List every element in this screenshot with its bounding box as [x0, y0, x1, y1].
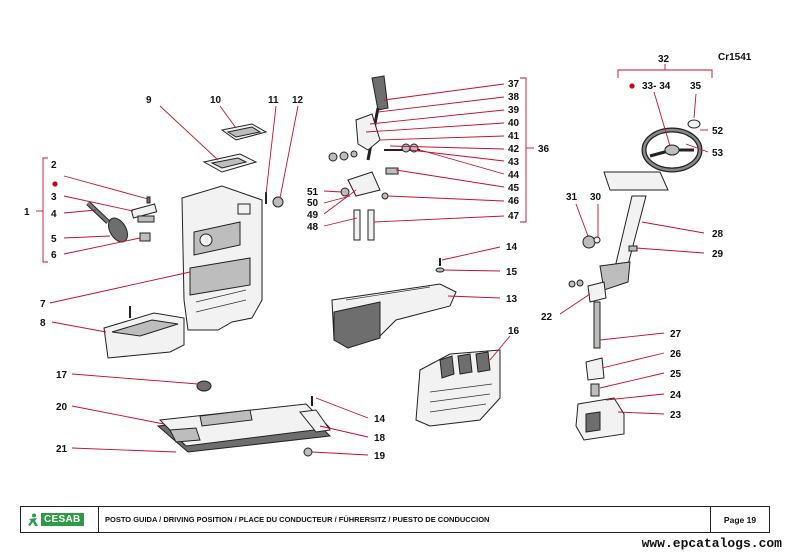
callout-42: 42 [508, 144, 520, 155]
callout-19: 19 [374, 451, 386, 462]
callout-13: 13 [506, 294, 518, 305]
callout-8: 8 [40, 318, 46, 329]
lever-assembly-parts [86, 196, 158, 243]
callout-28: 28 [712, 229, 724, 240]
callout-23: 23 [670, 410, 682, 421]
floor-plate-assembly [156, 403, 332, 453]
callout-6: 6 [51, 250, 57, 261]
callout-26: 26 [670, 349, 682, 360]
callout-14-lower: 14 [374, 414, 386, 425]
callout-52: 52 [712, 126, 724, 137]
steering-wheel [641, 119, 703, 173]
callout-5: 5 [51, 234, 57, 245]
cover-part-13 [331, 283, 457, 349]
callout-39: 39 [508, 105, 520, 116]
callout-20: 20 [56, 402, 68, 413]
callout-14-upper: 14 [506, 242, 518, 253]
brand-name: CESAB [41, 513, 84, 526]
callout-36: 36 [538, 144, 550, 155]
console-housing [181, 185, 263, 331]
brand-logo: CESAB [21, 507, 99, 532]
website-watermark: www.epcatalogs.com [641, 536, 782, 551]
page-title: POSTO GUIDA / DRIVING POSITION / PLACE D… [105, 515, 490, 524]
callout-18: 18 [374, 433, 386, 444]
callout-15: 15 [506, 267, 518, 278]
callout-47: 47 [508, 211, 520, 222]
callout-32: 32 [658, 54, 670, 65]
frame-part-9 [202, 153, 258, 173]
callout-22: 22 [541, 312, 553, 323]
exploded-parts-diagram: Cr1541 [24, 52, 752, 462]
catalog-code: Cr1541 [718, 52, 752, 63]
callout-9: 9 [146, 95, 152, 106]
marker-dot [629, 83, 635, 89]
callout-30: 30 [590, 192, 602, 203]
page-number: Page 19 [710, 507, 769, 532]
callout-45: 45 [508, 183, 520, 194]
callout-17: 17 [56, 370, 68, 381]
callout-50: 50 [307, 198, 319, 209]
callout-21: 21 [56, 444, 68, 455]
callout-31: 31 [566, 192, 578, 203]
brand-figure-icon [28, 513, 38, 526]
callout-43: 43 [508, 157, 520, 168]
callout-2: 2 [51, 160, 57, 171]
callout-25: 25 [670, 369, 682, 380]
callout-38: 38 [508, 92, 520, 103]
callout-44: 44 [508, 170, 520, 181]
callout-labels: 1 2 3 4 5 6 7 8 9 10 11 12 13 14 14 15 1… [24, 54, 724, 462]
callout-11: 11 [268, 95, 279, 106]
callout-33-34: 33- 34 [642, 81, 671, 92]
callout-10: 10 [210, 95, 222, 106]
callout-29: 29 [712, 249, 724, 260]
callout-40: 40 [508, 118, 520, 129]
callout-48: 48 [307, 222, 319, 233]
steering-shaft-and-pump [568, 279, 625, 441]
shift-lever-assembly [328, 75, 420, 241]
steering-column [582, 171, 669, 291]
panel-part-10 [220, 123, 268, 141]
housing-part-16 [415, 349, 501, 427]
callout-35: 35 [690, 81, 702, 92]
callout-49: 49 [307, 210, 319, 221]
callout-27: 27 [670, 329, 682, 340]
callout-24: 24 [670, 390, 682, 401]
callout-37: 37 [508, 79, 520, 90]
callout-7: 7 [40, 299, 46, 310]
callout-3: 3 [51, 192, 57, 203]
callout-41: 41 [508, 131, 520, 142]
base-part-8 [103, 306, 185, 359]
callout-51: 51 [307, 187, 319, 198]
page-footer: CESAB POSTO GUIDA / DRIVING POSITION / P… [20, 506, 770, 533]
callout-46: 46 [508, 196, 520, 207]
callout-53: 53 [712, 148, 724, 159]
callout-4: 4 [51, 209, 57, 220]
callout-1: 1 [24, 207, 30, 218]
callout-16: 16 [508, 326, 520, 337]
marker-dot [52, 181, 58, 187]
callout-12: 12 [292, 95, 304, 106]
